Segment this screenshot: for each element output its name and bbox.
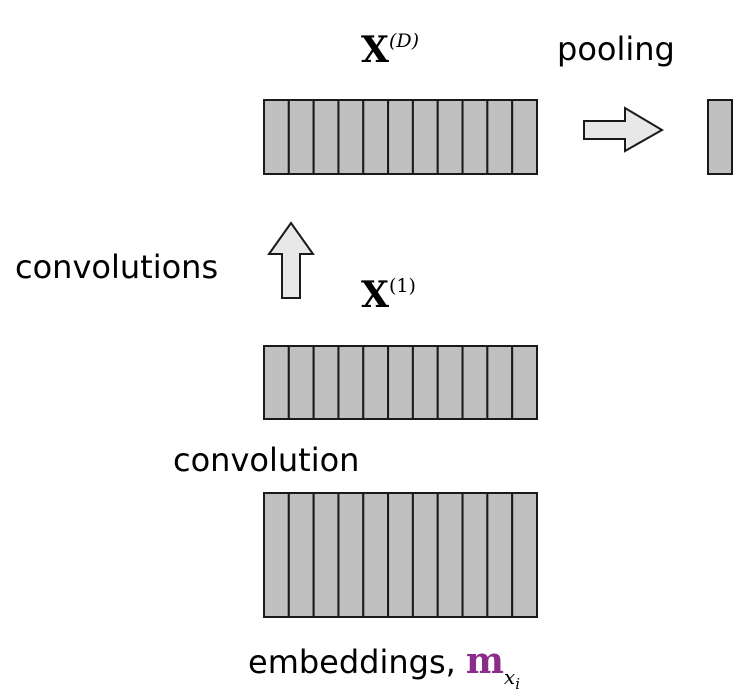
bottom-cell-2 — [287, 492, 315, 618]
layer-top — [263, 99, 538, 175]
m-subscript-x: x — [504, 665, 515, 689]
top-cell-9 — [461, 99, 489, 175]
layer-bottom — [263, 492, 538, 618]
top-cell-1 — [263, 99, 290, 175]
middle-cell-4 — [337, 345, 365, 420]
layer-d-base: X — [361, 29, 389, 71]
pooled-cell-1 — [707, 99, 733, 175]
middle-cell-3 — [312, 345, 340, 420]
middle-cell-6 — [387, 345, 414, 420]
pooled-vector — [707, 99, 733, 175]
top-cell-5 — [362, 99, 390, 175]
middle-cell-2 — [287, 345, 315, 420]
top-cell-10 — [486, 99, 514, 175]
bottom-cell-5 — [362, 492, 390, 618]
top-cell-8 — [436, 99, 464, 175]
bottom-cell-1 — [263, 492, 290, 618]
pooling-label: pooling — [557, 30, 675, 68]
bottom-cell-11 — [511, 492, 538, 618]
convolution-label: convolution — [173, 441, 359, 479]
top-cell-7 — [411, 99, 439, 175]
bottom-cell-8 — [436, 492, 464, 618]
embeddings-text: embeddings, — [248, 643, 456, 681]
layer-d-sup: (D) — [389, 30, 419, 52]
m-subscript-i: i — [515, 675, 520, 693]
top-cell-2 — [287, 99, 315, 175]
middle-cell-1 — [263, 345, 290, 420]
convolutions-arrow — [267, 221, 315, 299]
bottom-cell-10 — [486, 492, 514, 618]
bottom-cell-6 — [387, 492, 414, 618]
top-cell-6 — [387, 99, 414, 175]
bottom-cell-3 — [312, 492, 340, 618]
layer-d-label: X(D) — [361, 29, 419, 71]
top-cell-4 — [337, 99, 365, 175]
bottom-cell-4 — [337, 492, 365, 618]
pooling-arrow — [583, 106, 664, 153]
layer-1-base: X — [361, 274, 389, 316]
layer-1-sup: (1) — [389, 275, 416, 297]
middle-cell-9 — [461, 345, 489, 420]
middle-cell-7 — [411, 345, 439, 420]
middle-cell-5 — [362, 345, 390, 420]
top-cell-11 — [511, 99, 538, 175]
embeddings-label: embeddings, mxi — [248, 640, 520, 693]
layer-middle — [263, 345, 538, 420]
bottom-cell-9 — [461, 492, 489, 618]
middle-cell-10 — [486, 345, 514, 420]
m-symbol: m — [466, 640, 504, 682]
bottom-cell-7 — [411, 492, 439, 618]
layer-1-label: X(1) — [361, 274, 416, 316]
top-cell-3 — [312, 99, 340, 175]
convolutions-label: convolutions — [15, 248, 218, 286]
middle-cell-11 — [511, 345, 538, 420]
middle-cell-8 — [436, 345, 464, 420]
